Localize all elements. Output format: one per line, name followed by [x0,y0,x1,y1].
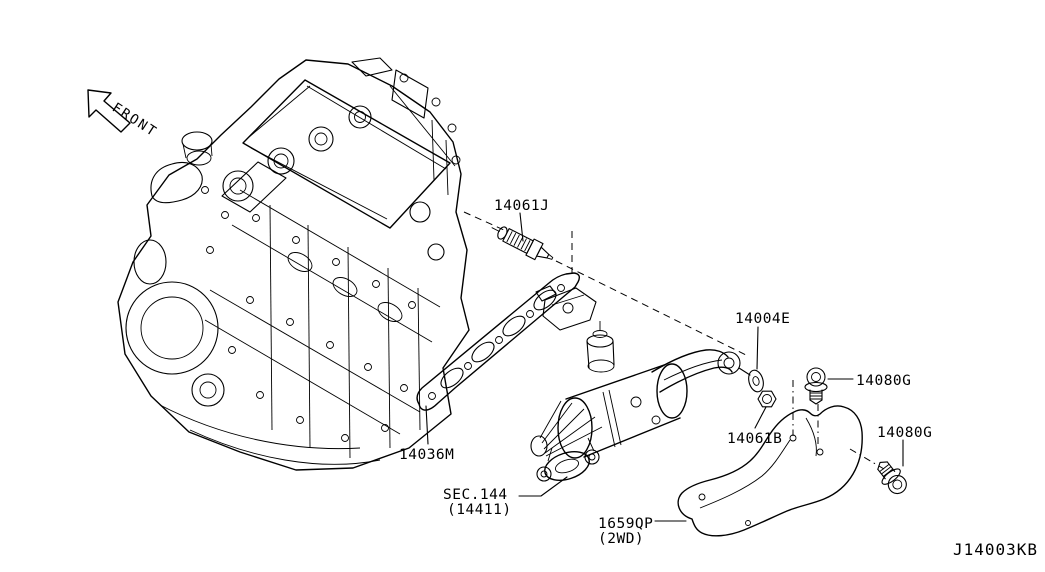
assembly-axis-lines [463,211,885,470]
heat-insulator [677,405,863,537]
manifold-arm [651,349,751,393]
bolt-upper-icon [804,367,828,405]
leader-14004e [756,326,759,370]
front-cover-details [125,161,225,407]
outlet-flange [536,437,600,482]
leader-14061b [754,406,767,429]
callout-1659qp-sub[interactable]: (2WD) [598,531,644,547]
exhaust-gasket-14036m [416,272,581,411]
callout-sec144[interactable]: SEC.144 [443,487,508,503]
front-label: FRONT [109,100,160,141]
callouts: 14061J 14004E 14080G 14061B 14080G 14036… [399,198,932,547]
sensor-axis-dash-1 [463,211,505,231]
callout-sec144-sub[interactable]: (14411) [447,502,512,518]
timing-cover-details [351,57,461,261]
callout-1659qp[interactable]: 1659QP [598,516,653,532]
callout-14004e[interactable]: 14004E [735,311,790,327]
oil-filler-cap [181,131,213,166]
nut-icon [757,390,777,408]
leader-14036m [425,405,429,445]
callout-14036m[interactable]: 14036M [399,447,454,463]
sensor-axis-dash-2 [555,260,749,357]
leader-sec144 [518,476,568,497]
engine-assembly [117,57,470,471]
callout-14061j[interactable]: 14061J [494,198,549,214]
bolt-lower-axis-dash [849,448,885,470]
callout-14080g-lower[interactable]: 14080G [877,425,932,441]
diagram-code: J14003KB [953,540,1038,559]
washer-icon [748,369,764,393]
oxygen-sensor-icon [491,226,554,261]
callout-14080g-upper[interactable]: 14080G [856,373,911,389]
block-lines [159,189,441,465]
actuator [586,321,615,373]
turbo-catalyst-assembly [530,285,751,482]
leader-lines [425,212,904,522]
upper-bracket [535,285,597,331]
bolt-bosses [201,186,416,442]
front-arrow: FRONT [87,89,160,141]
turbine-cone [530,400,603,457]
front-arrow-icon [87,89,131,133]
coil-ports [222,105,372,202]
callout-14061b[interactable]: 14061B [727,431,782,447]
leader-14061j [519,212,524,242]
bolt-lower-icon [877,461,907,495]
